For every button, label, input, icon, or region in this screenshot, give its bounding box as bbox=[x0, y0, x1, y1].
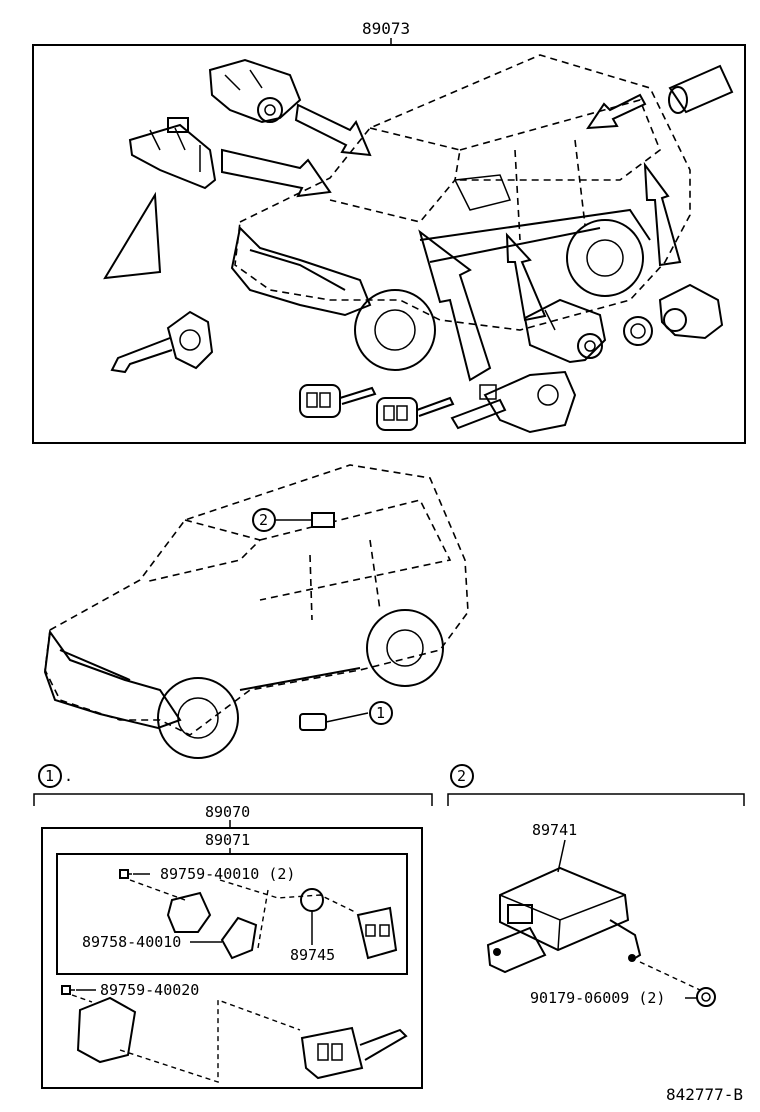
remote-key-icon bbox=[376, 396, 455, 431]
label-89071: 89071 bbox=[205, 831, 250, 849]
label-89070: 89070 bbox=[205, 803, 250, 821]
case-cover-icon bbox=[166, 891, 212, 933]
pointer-arrows bbox=[221, 93, 682, 382]
screw-icon bbox=[119, 869, 132, 879]
transponder-key-icon bbox=[300, 1026, 408, 1080]
section-2-marker bbox=[450, 764, 474, 788]
vehicle-location-illustration bbox=[43, 464, 469, 759]
label-90179-06009: 90179-06009 (2) bbox=[530, 989, 665, 1007]
assembly-89070-frame bbox=[41, 827, 423, 1089]
door-lock-cylinder-icon bbox=[523, 298, 607, 364]
ignition-switch-icon bbox=[128, 117, 217, 190]
callout-2-top-text: 2 bbox=[259, 511, 268, 529]
door-lock-cylinder-icon bbox=[208, 58, 302, 124]
label-89759-40010: 89759-40010 (2) bbox=[160, 865, 295, 883]
section-1-text: 1 bbox=[45, 767, 54, 785]
section-1-marker bbox=[38, 764, 62, 788]
ignition-cylinder-icon bbox=[450, 370, 577, 434]
section-1-dot: . bbox=[64, 767, 73, 785]
remote-key-icon bbox=[299, 384, 377, 418]
receiver-module-icon bbox=[486, 866, 642, 974]
lock-ring-icon bbox=[623, 316, 653, 346]
master-key-icon bbox=[110, 310, 214, 374]
label-89741: 89741 bbox=[532, 821, 577, 839]
label-kit-89073: 89073 bbox=[362, 19, 410, 38]
section-2-text: 2 bbox=[457, 767, 466, 785]
vehicle-top-illustration bbox=[230, 54, 691, 371]
label-89759-40020: 89759-40020 bbox=[100, 981, 199, 999]
callout-2-marker bbox=[252, 508, 276, 532]
kit-frame bbox=[32, 44, 746, 444]
figure-id: 842777-B bbox=[666, 1085, 743, 1104]
bolt-icon bbox=[696, 987, 716, 1007]
key-case-icon bbox=[76, 996, 137, 1064]
label-89758-40010: 89758-40010 bbox=[82, 933, 181, 951]
remote-transmitter-icon bbox=[356, 906, 398, 960]
case-gasket-icon bbox=[220, 916, 258, 960]
assembly-89071-frame bbox=[56, 853, 408, 975]
screw-icon bbox=[61, 985, 75, 995]
battery-icon bbox=[300, 888, 324, 912]
receiver-module-icon bbox=[311, 512, 335, 528]
trim-cap-icon bbox=[668, 64, 734, 114]
door-lock-cylinder-icon bbox=[658, 283, 724, 340]
callout-1-marker bbox=[369, 701, 393, 725]
quarter-glass-icon bbox=[103, 191, 162, 280]
callout-1-mid-text: 1 bbox=[376, 704, 385, 722]
label-89745: 89745 bbox=[290, 946, 335, 964]
remote-transmitter-icon bbox=[299, 713, 327, 731]
